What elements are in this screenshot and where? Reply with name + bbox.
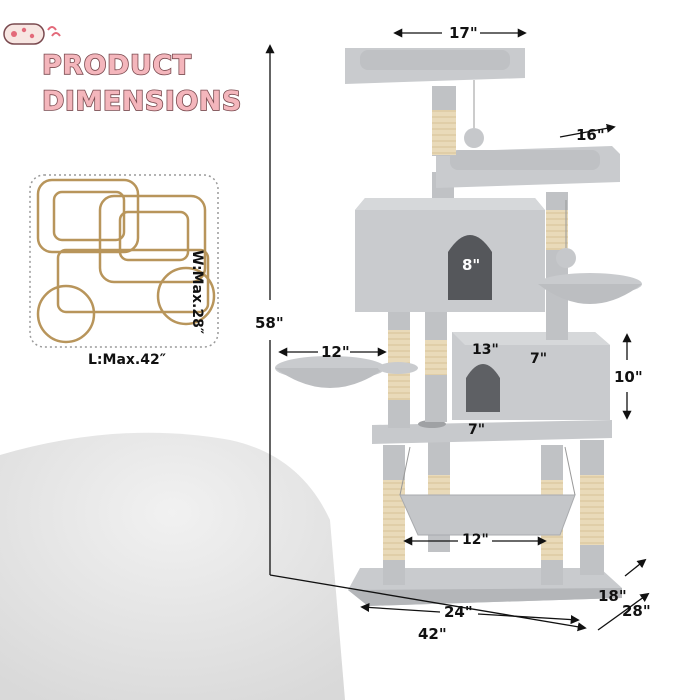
title-line-product: PRODUCT (41, 49, 192, 82)
dim-lower-condo-width: 7" (530, 351, 548, 367)
footprint-length-label: L:Max.42″ (88, 352, 166, 368)
dim-condo-door-height: 8" (462, 256, 481, 274)
dim-hammock-width: 12" (462, 532, 489, 548)
background-floor (0, 432, 345, 700)
dim-basket-width: 12" (321, 343, 350, 361)
dim-base-width: 24" (444, 603, 473, 621)
cat-tree (275, 48, 642, 606)
dim-second-perch-width: 16" (576, 126, 605, 144)
dim-total-width: 42" (418, 625, 447, 643)
dim-lower-condo-door: 7" (468, 422, 486, 438)
dim-lower-condo-height: 10" (614, 368, 643, 386)
footprint-width-label: W:Max.28″ (189, 250, 205, 335)
title-line-dimensions: DIMENSIONS (41, 85, 242, 118)
dim-base-depth: 18" (598, 587, 627, 605)
footprint-diagram (29, 174, 219, 348)
dim-lower-condo-depth: 13" (472, 342, 499, 358)
dimension-lines (265, 28, 650, 632)
dim-total-height: 58" (255, 314, 284, 332)
cat-paw-icon (3, 23, 61, 45)
dim-top-perch-width: 17" (449, 24, 478, 42)
dim-total-depth: 28" (622, 602, 651, 620)
